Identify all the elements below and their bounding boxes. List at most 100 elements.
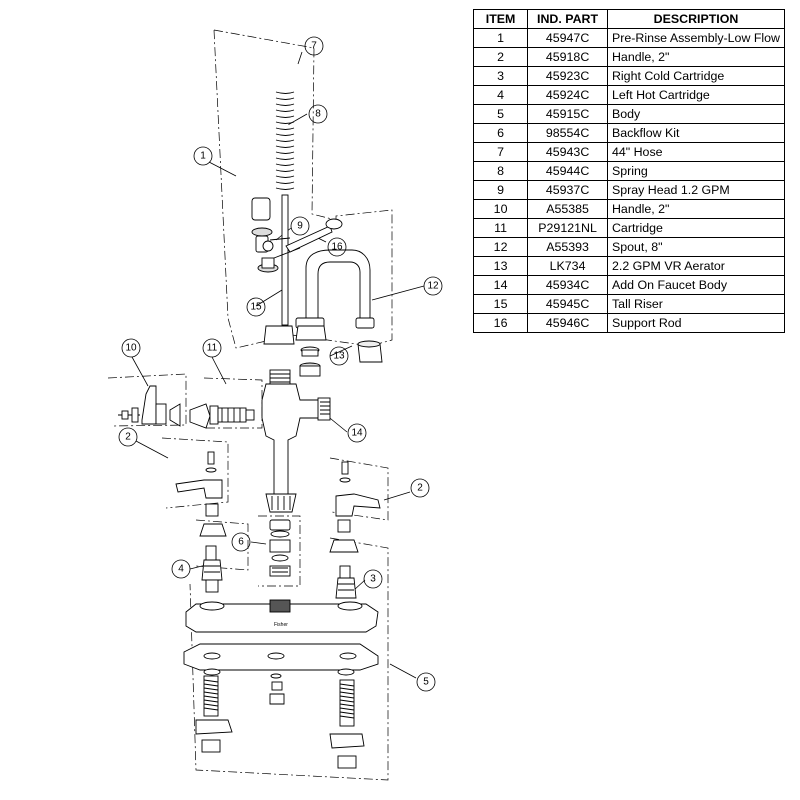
cell-description: Backflow Kit	[606, 123, 786, 143]
spray-head	[251, 197, 301, 273]
callout-2-right: 2	[410, 478, 430, 498]
svg-text:11: 11	[207, 343, 218, 354]
hose-assembly	[233, 40, 343, 326]
cell-item: 7	[472, 142, 529, 162]
svg-text:1: 1	[200, 151, 206, 162]
cell-item: 8	[472, 161, 529, 181]
cell-item: 11	[472, 218, 529, 238]
callout-10: 10	[121, 338, 141, 358]
cell-item: 2	[472, 47, 529, 67]
callout-4: 4	[171, 559, 191, 579]
callout-6: 6	[231, 532, 251, 552]
svg-text:9: 9	[297, 221, 303, 232]
cell-item: 15	[472, 294, 529, 314]
svg-text:6: 6	[238, 537, 244, 548]
callout-1: 1	[193, 146, 213, 166]
cell-item: 13	[472, 256, 529, 276]
cell-item: 4	[472, 85, 529, 105]
cell-part: 45918C	[527, 47, 608, 67]
svg-text:7: 7	[311, 41, 317, 52]
cell-item: 14	[472, 275, 529, 295]
left-handle-group	[175, 451, 227, 593]
right-handle-group	[329, 461, 381, 599]
cell-part: LK734	[527, 256, 608, 276]
callout-16: 16	[327, 237, 347, 257]
header-item: ITEM	[472, 9, 529, 29]
cell-description: Handle, 2"	[606, 199, 786, 219]
svg-text:15: 15	[250, 302, 262, 313]
svg-text:16: 16	[331, 242, 343, 253]
callout-11: 11	[202, 338, 222, 358]
body-marking: Fisher	[274, 622, 288, 628]
cell-description: Pre-Rinse Assembly-Low Flow	[606, 28, 786, 48]
spout	[295, 249, 375, 329]
cell-description: Spout, 8"	[606, 237, 786, 257]
aerator	[357, 340, 383, 363]
svg-text:3: 3	[370, 574, 376, 585]
cell-part: 45943C	[527, 142, 608, 162]
callout-14: 14	[347, 423, 367, 443]
header-part: IND. PART	[527, 9, 608, 29]
cell-description: 2.2 GPM VR Aerator	[606, 256, 786, 276]
cell-part: P29121NL	[527, 218, 608, 238]
cell-item: 6	[472, 123, 529, 143]
cell-description: Support Rod	[606, 313, 786, 333]
cell-part: 45924C	[527, 85, 608, 105]
cell-part: 45945C	[527, 294, 608, 314]
callout-2-left: 2	[118, 427, 138, 447]
cell-item: 16	[472, 313, 529, 333]
cell-part: 45915C	[527, 104, 608, 124]
faucet-body: Fisher	[183, 599, 379, 671]
callout-15: 15	[246, 297, 266, 317]
svg-text:14: 14	[351, 428, 363, 439]
cell-part: 45937C	[527, 180, 608, 200]
callout-5: 5	[416, 672, 436, 692]
cell-description: Body	[606, 104, 786, 124]
cell-item: 12	[472, 237, 529, 257]
cell-description: Right Cold Cartridge	[606, 66, 786, 86]
cell-item: 10	[472, 199, 529, 219]
support-arm	[285, 218, 343, 253]
cell-item: 9	[472, 180, 529, 200]
callout-3: 3	[363, 569, 383, 589]
cell-description: 44" Hose	[606, 142, 786, 162]
upper-nuts	[263, 325, 327, 377]
svg-text:2: 2	[417, 483, 423, 494]
assembly-boundaries	[107, 29, 393, 781]
cell-description: Spray Head 1.2 GPM	[606, 180, 786, 200]
callout-8: 8	[308, 104, 328, 124]
cell-item: 3	[472, 66, 529, 86]
cell-part: 45944C	[527, 161, 608, 181]
cell-description: Cartridge	[606, 218, 786, 238]
cell-part: 45923C	[527, 66, 608, 86]
cell-part: A55385	[527, 199, 608, 219]
cell-description: Add On Faucet Body	[606, 275, 786, 295]
cell-description: Left Hot Cartridge	[606, 85, 786, 105]
cell-part: 45946C	[527, 313, 608, 333]
cell-part: A55393	[527, 237, 608, 257]
svg-text:4: 4	[178, 564, 184, 575]
callout-12: 12	[423, 276, 443, 296]
svg-text:2: 2	[125, 432, 131, 443]
cell-part: 98554C	[527, 123, 608, 143]
cell-part: 45934C	[527, 275, 608, 295]
svg-text:12: 12	[427, 281, 439, 292]
cell-part: 45947C	[527, 28, 608, 48]
callouts: 1 7 8 9 16 12 15 13 10 11 14 2 2 6 4 3 5	[118, 36, 443, 692]
